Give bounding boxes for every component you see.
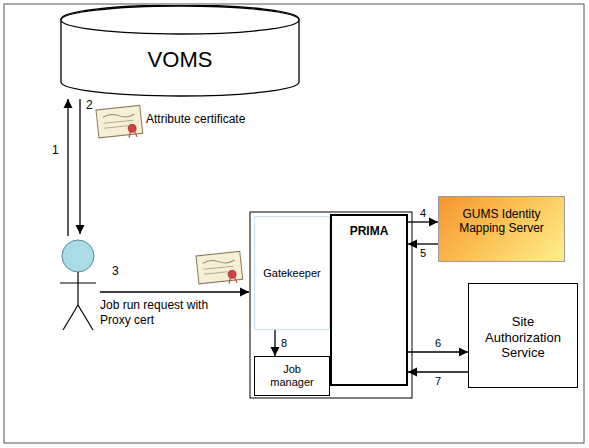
server-box: GUMS Identity Mapping Server [438,196,565,262]
callout-number: 1 [52,143,66,158]
callout-number: 4 [419,208,427,219]
database-cylinder: VOMS [60,5,300,97]
callout-number: 5 [419,248,427,259]
callout-number: 2 [86,98,100,113]
frame [4,4,584,443]
certificate-icon [96,105,143,140]
service-box: Site Authorization Service [468,283,578,388]
connector-arrow [408,371,468,372]
reply-arrow [79,99,80,234]
user-figure [60,240,96,330]
callout-number: 6 [434,338,442,349]
node-text: Gatekeeper [263,267,320,280]
callout-number: 3 [112,264,126,279]
process-box: PRIMA [330,214,408,386]
certificate-icon [196,251,243,286]
certificate-label: Attribute certificate [146,112,276,127]
request-arrow [67,99,68,236]
connector-arrow [408,221,438,222]
node-text: VOMS [148,47,213,73]
request-label: Job run request with Proxy cert [100,298,210,328]
connector-arrow [408,243,438,244]
callout-number: 8 [280,338,288,349]
cylinder-top [61,6,299,34]
node-text: Site Authorization Service [479,314,567,361]
connector-arrow [274,330,275,356]
host-box [250,212,412,398]
node-text: PRIMA [350,224,389,238]
connector-arrow [408,351,468,352]
job-arrow [100,291,249,292]
node-text: GUMS Identity Mapping Server [452,207,552,236]
process-box: Gatekeeper [254,216,330,330]
cylinder-body [61,5,299,96]
callout-number: 7 [434,376,442,387]
process-box: Job manager [254,356,330,396]
node-text: Job manager [266,363,318,389]
